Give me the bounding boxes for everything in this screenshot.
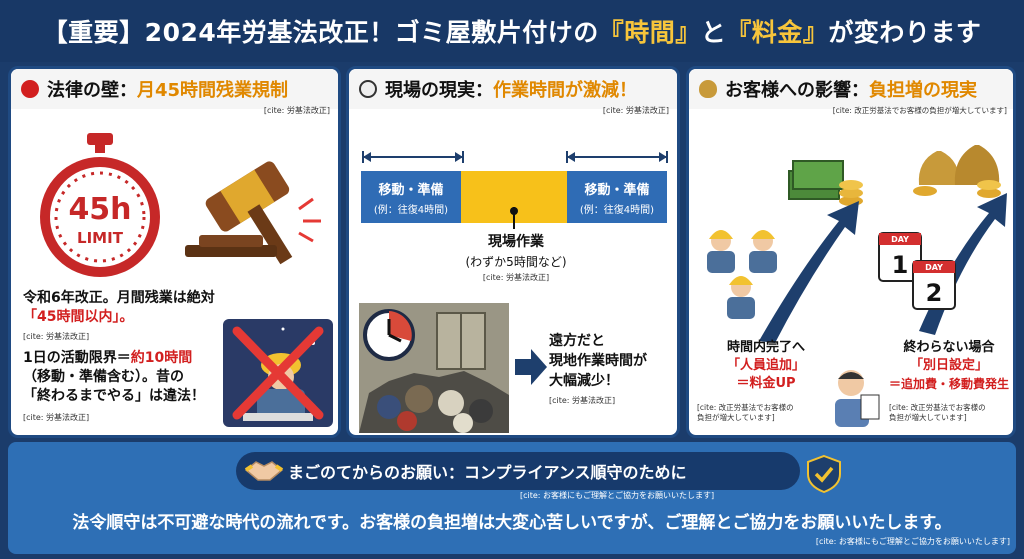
panel1-text2: 1日の活動限界＝約10時間 （移動・準備含む）。昔の 「終わるまでやる」は違法！	[23, 349, 205, 406]
panel1-text1: 令和6年改正。月間残業は絶対 「45時間以内」。	[23, 289, 215, 327]
panel2-text-line1: 遠方だと	[549, 333, 605, 349]
panel3-left-line1: 時間内完了へ	[726, 340, 805, 355]
panel2-text-line2: 現地作業時間が	[549, 353, 647, 369]
panel2-text-cite: [cite: 労基法改正]	[549, 396, 616, 405]
title-mid: と	[700, 18, 727, 47]
panel3-right-text: 終わらない場合 「別日設定」 ＝追加費・移動費発生	[885, 339, 1013, 393]
stopwatch-icon: 45h LIMIT	[40, 133, 160, 277]
span-arrows	[362, 151, 668, 163]
panel3-title-a: お客様への影響：	[725, 80, 869, 101]
panel3-right-cite1: [cite: 改正労基法でお客様の	[889, 403, 986, 412]
panel3-right-cite2: 負担が増大しています]	[889, 413, 967, 422]
panel1-text2-c: （移動・準備含む）。昔の	[23, 369, 184, 385]
calendar2-day-label: DAY	[925, 263, 943, 272]
bar-right-sub: (例：往復4時間)	[579, 205, 655, 216]
money-bag-icon	[699, 80, 717, 98]
header-banner: 【重要】2024年労基法改正！ゴミ屋敷片付けの『時間』と『料金』が変わります	[0, 0, 1024, 62]
footer-main-text: 法令順守は不可避な時代の流れです。お客様の負担増は大変心苦しいですが、ご理解とご…	[72, 513, 952, 533]
panel1-text1-line1: 令和6年改正。月間残業は絶対	[23, 290, 215, 306]
panel2-heading: 現場の現実：作業時間が激減！	[349, 69, 677, 109]
worried-customer-icon	[835, 370, 880, 427]
bar-right-label: 移動・準備	[584, 183, 650, 198]
panel3-right-cite: [cite: 改正労基法でお客様の 負担が増大しています]	[889, 403, 986, 423]
calendar2-number: 2	[926, 279, 943, 307]
panel1-text1-line2: 「45時間以内」。	[23, 309, 134, 325]
work-label: 現場作業	[488, 234, 544, 250]
panel3-title-b: 負担増の現実	[869, 80, 977, 101]
panel3-cite: [cite: 改正労基法でお客様の負担が増大しています]	[832, 106, 1007, 115]
panel1-text2-cite: [cite: 労基法改正]	[23, 413, 90, 422]
stopwatch-limit: LIMIT	[77, 229, 124, 247]
panel3-left-line3: ＝料金UP	[736, 376, 796, 391]
title-highlight-time: 『時間』	[598, 18, 701, 47]
panel1-title-b: 月45時間残業規制	[137, 80, 289, 101]
panel3-right-line1: 終わらない場合	[903, 340, 995, 355]
panel3-left-cite2: 負担が増大しています]	[697, 413, 775, 422]
panel-site-reality: 現場の現実：作業時間が激減！ [cite: 労基法改正] 移動・準備 (例：往復…	[346, 66, 680, 438]
work-pointer-line	[513, 207, 515, 229]
page-title: 【重要】2024年労基法改正！ゴミ屋敷片付けの『時間』と『料金』が変わります	[43, 13, 982, 49]
panel2-text: 遠方だと 現地作業時間が 大幅減少！	[549, 331, 647, 391]
bar-travel-right: 移動・準備 (例：往復4時間)	[567, 171, 667, 223]
panel-law-wall: 法律の壁：月45時間残業規制 [cite: 労基法改正] 45h LIMIT 令…	[8, 66, 341, 438]
gavel-icon	[185, 161, 321, 265]
clock-icon	[359, 80, 377, 98]
work-pointer-dot	[510, 207, 518, 215]
arrow-up-left-icon	[759, 201, 859, 343]
panel1-text2-a: 1日の活動限界＝	[23, 350, 131, 366]
bar-left-sub: (例：往復4時間)	[373, 205, 449, 216]
handshake-icon	[244, 461, 284, 481]
panel2-title-a: 現場の現実：	[385, 80, 493, 101]
arrow-right-icon	[515, 349, 547, 385]
impact-illustration: DAY 1 DAY 2	[707, 145, 1007, 343]
panel2-cite: [cite: 労基法改正]	[602, 106, 669, 115]
calendar1-day-label: DAY	[891, 235, 909, 244]
work-label-block: 現場作業 (わずか5時間など) [cite: 労基法改正]	[349, 231, 677, 283]
footer-pill: まごのてからのお願い：コンプライアンス順守のために	[236, 452, 800, 490]
alert-dot-icon	[21, 80, 39, 98]
worker-icon	[707, 230, 777, 319]
panel-customer-impact: お客様への影響：負担増の現実 [cite: 改正労基法でお客様の負担が増大してい…	[686, 66, 1016, 438]
panel3-right-line3: ＝追加費・移動費発生	[888, 377, 1009, 391]
panel3-right-line2: 「別日設定」	[909, 358, 988, 373]
panel3-left-cite: [cite: 改正労基法でお客様の 負担が増大しています]	[697, 403, 794, 423]
calendar1-number: 1	[892, 251, 909, 279]
panel3-left-text: 時間内完了へ 「人員追加」 ＝料金UP	[711, 339, 821, 393]
panel1-text2-b: 約10時間	[130, 350, 193, 366]
calendar-icon: DAY 1 DAY 2	[878, 232, 956, 310]
title-prefix: 【重要】2024年労基法改正！ゴミ屋敷片付けの	[42, 18, 599, 47]
panel3-left-line2: 「人員追加」	[726, 358, 805, 373]
work-cite: [cite: 労基法改正]	[482, 273, 550, 282]
stopwatch-hours: 45h	[68, 192, 131, 227]
money-bags-icon	[913, 145, 1001, 198]
panel1-text2-d: 「終わるまでやる」は違法！	[23, 388, 205, 404]
footer-pill-text: まごのてからのお願い：コンプライアンス順守のために	[288, 463, 687, 482]
panel2-title-b: 作業時間が激減！	[493, 80, 637, 101]
panel3-heading: お客様への影響：負担増の現実	[689, 69, 1013, 109]
panel3-left-cite1: [cite: 改正労基法でお客様の	[697, 403, 794, 412]
work-sub: (わずか5時間など)	[465, 255, 567, 269]
panel1-text1-cite: [cite: 労基法改正]	[23, 332, 90, 341]
title-suffix: が変わります	[828, 18, 982, 47]
title-highlight-fee: 『料金』	[726, 18, 829, 47]
bar-travel-left: 移動・準備 (例：往復4時間)	[361, 171, 461, 223]
shield-check-icon	[807, 454, 841, 494]
cluttered-room-image	[359, 303, 509, 433]
tired-worker-icon	[223, 319, 333, 427]
panel1-title-a: 法律の壁：	[47, 80, 137, 101]
panel1-cite: [cite: 労基法改正]	[263, 106, 330, 115]
panel2-text-line3: 大幅減少！	[549, 373, 619, 389]
panel1-heading: 法律の壁：月45時間残業規制	[11, 69, 338, 109]
footer-main-cite: [cite: お客様にもご理解とご協力をお願いいたします]	[815, 537, 1010, 546]
footer-pill-cite: [cite: お客様にもご理解とご協力をお願いいたします]	[520, 491, 715, 500]
bar-left-label: 移動・準備	[378, 183, 444, 198]
cash-stack-icon	[788, 160, 863, 206]
